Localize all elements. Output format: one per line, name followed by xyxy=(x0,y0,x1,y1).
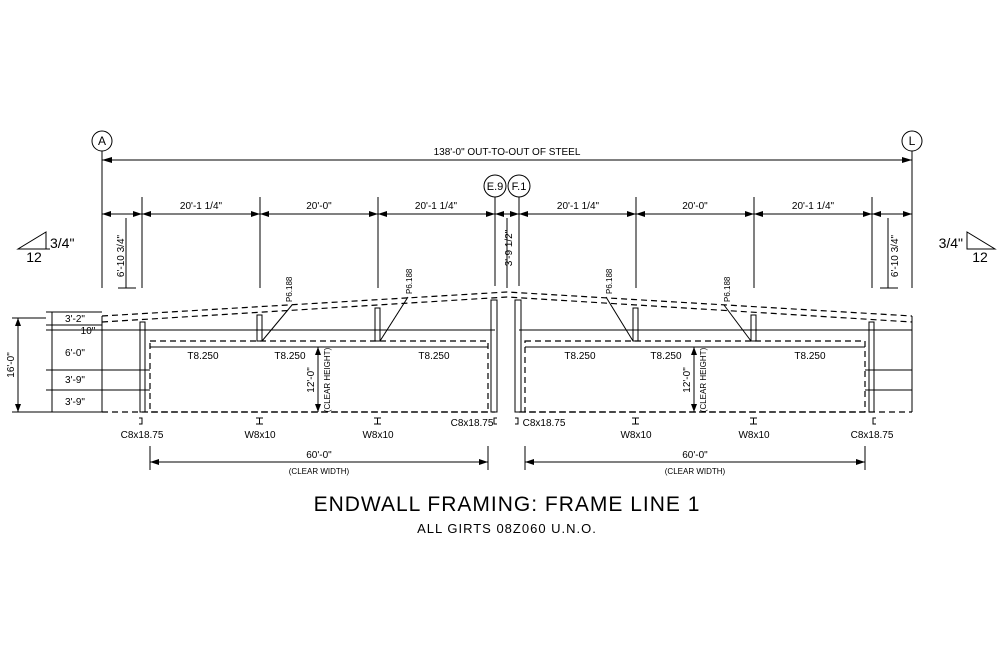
girt-spacing-dims: 3'-2" 10" 6'-0" 3'-9" 3'-9" xyxy=(46,311,102,413)
girt-dim-3: 6'-0" xyxy=(65,348,85,359)
bay-dim-3: 20'-1 1/4" xyxy=(415,201,458,212)
center-column-dim: 3'-9 1/2" xyxy=(504,229,515,266)
brace-label-1: P6.188 xyxy=(285,276,294,302)
brace-label-3: P6.188 xyxy=(605,268,614,294)
column-label-1: C8x18.75 xyxy=(121,430,164,441)
clear-width-value-left: 60'-0" xyxy=(306,450,332,461)
clear-width-value-right: 60'-0" xyxy=(682,450,708,461)
header-labels: T8.250 T8.250 T8.250 T8.250 T8.250 T8.25… xyxy=(187,351,826,362)
bay-dim-5: 20'-0" xyxy=(682,201,708,212)
column-height-dims: 6'-10 3/4" 3'-9 1/2" 6'-10 3/4" xyxy=(116,218,901,289)
grid-bubble-e9: E.9 xyxy=(483,174,507,286)
grid-bubble-f1: F.1 xyxy=(507,174,531,286)
opening-left xyxy=(149,340,489,413)
column-label-3: W8x10 xyxy=(362,430,394,441)
wall-girts xyxy=(101,316,913,413)
slope-run-left: 12 xyxy=(26,249,42,265)
column-label-7: W8x10 xyxy=(738,430,770,441)
column-members xyxy=(139,299,875,413)
bay-dim-6: 20'-1 1/4" xyxy=(792,201,835,212)
bay-dim-1: 20'-1 1/4" xyxy=(180,201,223,212)
overall-dimension: 138'-0" OUT-TO-OUT OF STEEL xyxy=(102,147,912,163)
grid-label-a: A xyxy=(98,134,106,148)
clear-width-right: 60'-0" (CLEAR WIDTH) xyxy=(524,446,866,476)
column-label-2: W8x10 xyxy=(244,430,276,441)
clear-width-label-right: (CLEAR WIDTH) xyxy=(665,467,726,476)
drawing-subtitle: ALL GIRTS 08Z060 U.N.O. xyxy=(417,521,597,536)
header-label-5: T8.250 xyxy=(650,351,682,362)
column-labels: C8x18.75 W8x10 W8x10 C8x18.75 C8x18.75 W… xyxy=(121,417,894,441)
right-column-dim: 6'-10 3/4" xyxy=(890,234,901,277)
drawing-title: ENDWALL FRAMING: FRAME LINE 1 xyxy=(314,493,701,516)
roof-slope-right: 3/4" 12 xyxy=(939,231,997,265)
clear-height-value-right: 12'-0" xyxy=(682,367,693,393)
header-label-4: T8.250 xyxy=(564,351,596,362)
clear-height-value-left: 12'-0" xyxy=(306,367,317,393)
slope-run-right: 12 xyxy=(972,249,988,265)
bay-dim-2: 20'-0" xyxy=(306,201,332,212)
column-label-8: C8x18.75 xyxy=(851,430,894,441)
slope-rise-left: 3/4" xyxy=(50,235,74,251)
bay-dim-4: 20'-1 1/4" xyxy=(557,201,600,212)
header-label-1: T8.250 xyxy=(187,351,219,362)
overall-dim-label: 138'-0" OUT-TO-OUT OF STEEL xyxy=(434,147,581,158)
brace-members: P6.188 P6.188 P6.188 P6.188 xyxy=(261,268,752,342)
clear-width-left: 60'-0" (CLEAR WIDTH) xyxy=(149,446,489,476)
roof-outline xyxy=(101,291,913,323)
grid-bubble-a: A xyxy=(91,130,113,288)
column-label-6: W8x10 xyxy=(620,430,652,441)
slope-rise-right: 3/4" xyxy=(939,235,963,251)
bay-dimension-string: 20'-1 1/4" 20'-0" 20'-1 1/4" 20'-1 1/4" … xyxy=(102,197,912,288)
eave-height-value: 16'-0" xyxy=(6,352,17,378)
girt-dim-4: 3'-9" xyxy=(65,375,85,386)
brace-label-4: P6.188 xyxy=(723,276,732,302)
column-label-5: C8x18.75 xyxy=(523,418,566,429)
girt-dim-2: 10" xyxy=(81,326,96,337)
clear-height-label-right: (CLEAR HEIGHT) xyxy=(699,347,708,412)
clear-width-label-left: (CLEAR WIDTH) xyxy=(289,467,350,476)
header-label-3: T8.250 xyxy=(418,351,450,362)
grid-label-l: L xyxy=(909,134,916,148)
grid-label-e9: E.9 xyxy=(487,181,504,193)
opening-right xyxy=(524,340,866,413)
header-label-2: T8.250 xyxy=(274,351,306,362)
girt-dim-1: 3'-2" xyxy=(65,314,85,325)
column-label-4: C8x18.75 xyxy=(451,418,494,429)
clear-height-label-left: (CLEAR HEIGHT) xyxy=(323,347,332,412)
brace-label-2: P6.188 xyxy=(405,268,414,294)
grid-label-f1: F.1 xyxy=(512,181,527,193)
clear-height-right: 12'-0" (CLEAR HEIGHT) xyxy=(682,347,708,412)
girt-dim-5: 3'-9" xyxy=(65,397,85,408)
clear-height-left: 12'-0" (CLEAR HEIGHT) xyxy=(306,347,332,412)
roof-slope-left: 3/4" 12 xyxy=(16,231,74,265)
grid-bubble-l: L xyxy=(901,130,923,288)
left-column-dim: 6'-10 3/4" xyxy=(116,234,127,277)
eave-height-dim: 16'-0" xyxy=(6,317,46,413)
header-label-6: T8.250 xyxy=(794,351,826,362)
